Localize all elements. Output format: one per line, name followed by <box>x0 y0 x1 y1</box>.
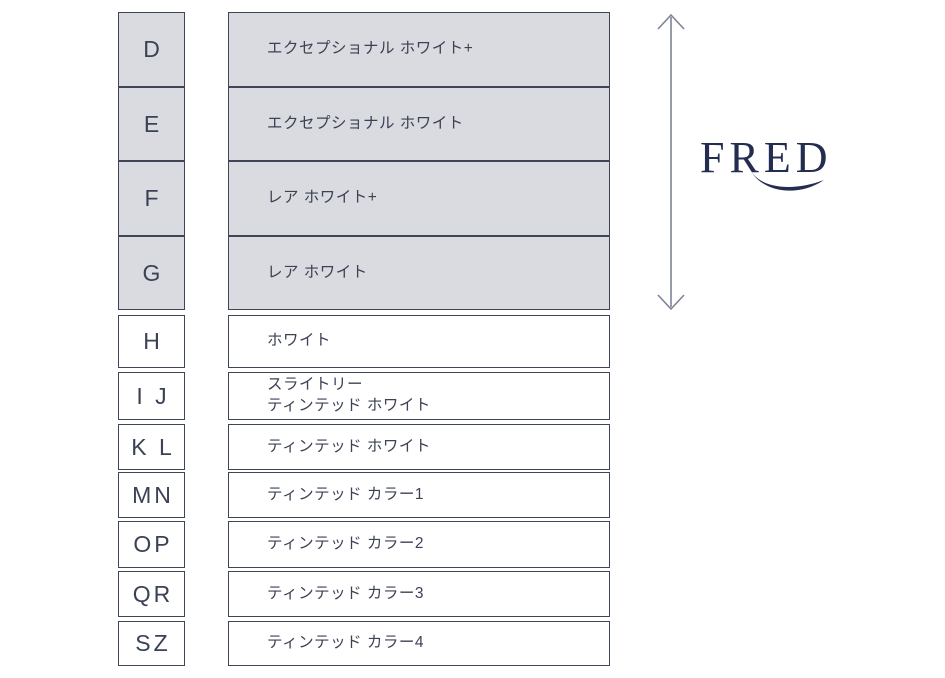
grade-letter-g: G <box>118 236 185 310</box>
grade-label-rare-white-plus: レア ホワイト+ <box>228 161 610 236</box>
grade-label-slightly-tinted-white: スライトリー ティンテッド ホワイト <box>228 372 610 420</box>
fred-logo-swash <box>750 169 824 191</box>
grade-letter-op: OP <box>118 521 185 568</box>
grade-label-exceptional-white: エクセプショナル ホワイト <box>228 87 610 161</box>
grade-label-tinted-color-2: ティンテッド カラー2 <box>228 521 610 568</box>
fred-logo: FRED <box>700 133 832 191</box>
grade-letter-sz: SZ <box>118 621 185 666</box>
grade-letter-e: E <box>118 87 185 161</box>
grade-label-exceptional-white-plus: エクセプショナル ホワイト+ <box>228 12 610 87</box>
grade-label-tinted-color-3: ティンテッド カラー3 <box>228 571 610 617</box>
grade-label-white: ホワイト <box>228 315 610 368</box>
fred-logo-text: FRED <box>700 133 832 182</box>
grade-label-rare-white: レア ホワイト <box>228 236 610 310</box>
grade-letter-ij: I J <box>118 372 185 420</box>
vertical-double-arrow-icon <box>657 13 685 311</box>
grade-label-tinted-color-4: ティンテッド カラー4 <box>228 621 610 666</box>
grade-letter-mn: MN <box>118 472 185 518</box>
grade-label-tinted-white: ティンテッド ホワイト <box>228 424 610 470</box>
grade-letter-qr: QR <box>118 571 185 617</box>
grade-letter-h: H <box>118 315 185 368</box>
grade-label-tinted-color-1: ティンテッド カラー1 <box>228 472 610 518</box>
grade-letter-d: D <box>118 12 185 87</box>
grade-letter-kl: K L <box>118 424 185 470</box>
grade-letter-f: F <box>118 161 185 236</box>
